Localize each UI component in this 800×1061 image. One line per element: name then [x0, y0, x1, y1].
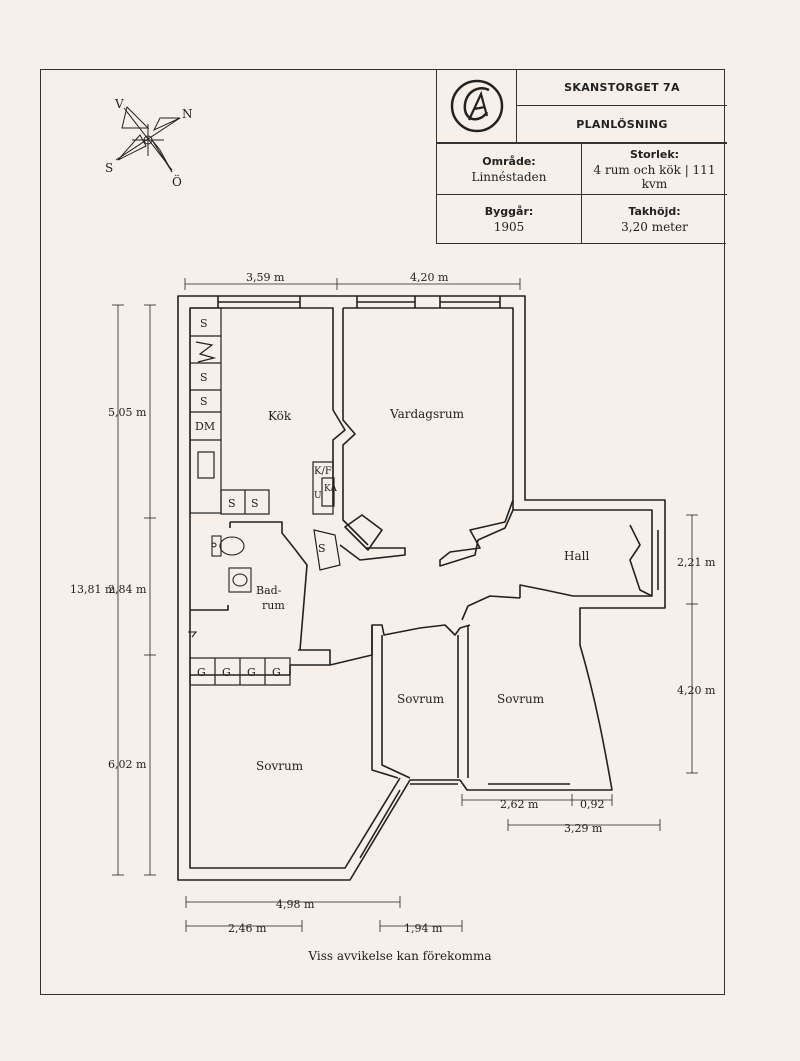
- dimension-lines: [112, 278, 698, 932]
- area-value: Linnéstaden: [471, 169, 547, 184]
- ceiling-label: Takhöjd:: [628, 204, 681, 218]
- logo: [437, 70, 517, 143]
- dim-bottom-d: 4,98 m: [276, 898, 315, 911]
- dim-left-total: 13,81 m: [70, 583, 116, 596]
- monogram-logo: [450, 79, 503, 133]
- dim-right-upper: 2,21 m: [677, 556, 716, 569]
- fixture-s-3: S: [200, 395, 208, 408]
- walls: [177, 295, 666, 881]
- room-kitchen: Kök: [268, 409, 292, 423]
- plan-subtitle: PLANLÖSNING: [517, 106, 727, 143]
- wardrobes: [189, 657, 291, 686]
- dim-left-upper: 5,05 m: [108, 406, 147, 419]
- dim-bottom-a: 2,62 m: [500, 798, 539, 811]
- fixture-kf: K/F: [314, 466, 332, 477]
- dim-bottom-f: 1,94 m: [404, 922, 443, 935]
- fixture-s-6: S: [318, 542, 326, 555]
- room-bath-line2: rum: [262, 599, 285, 612]
- room-bedroom-left: Sovrum: [256, 759, 304, 773]
- dim-right-lower: 4,20 m: [677, 684, 716, 697]
- compass-rose-icon: [115, 106, 181, 173]
- size-value: 4 rum och kök | 111 kvm: [593, 162, 716, 191]
- room-hall: Hall: [564, 549, 589, 563]
- compass-north: N: [182, 107, 193, 121]
- dim-top-left: 3,59 m: [246, 271, 285, 284]
- built-value: 1905: [493, 219, 525, 234]
- wardrobe-g-2: G: [222, 666, 231, 679]
- built-cell: Byggår: 1905: [437, 195, 582, 243]
- area-label: Område:: [482, 154, 536, 168]
- dim-bottom-e: 2,46 m: [228, 922, 267, 935]
- disclaimer: Viss avvikelse kan förekomma: [308, 949, 492, 963]
- fixture-dm: DM: [195, 420, 215, 433]
- compass-west: V: [114, 97, 124, 111]
- kitchen-counter: [189, 307, 270, 515]
- address-title: SKANSTORGET 7A: [517, 70, 727, 106]
- room-bedroom-right: Sovrum: [497, 692, 545, 706]
- dim-bottom-c: 3,29 m: [564, 822, 603, 835]
- fixture-u: U: [314, 491, 322, 501]
- compass-east: Ö: [172, 173, 182, 189]
- fixture-s-2: S: [200, 371, 208, 384]
- room-living: Vardagsrum: [389, 407, 465, 421]
- dim-left-mid: 2,84 m: [108, 583, 147, 596]
- info-box: SKANSTORGET 7A PLANLÖSNING Område: Linné…: [436, 70, 727, 244]
- wardrobe-g-3: G: [247, 666, 256, 679]
- size-label: Storlek:: [629, 147, 680, 161]
- fixture-s-5: S: [251, 497, 259, 510]
- fixture-s-1: S: [200, 317, 208, 330]
- size-cell: Storlek: 4 rum och kök | 111 kvm: [582, 143, 727, 195]
- wardrobe-g-4: G: [272, 666, 281, 679]
- room-bath-line1: Bad-: [256, 584, 282, 597]
- compass-south: S: [105, 161, 113, 175]
- dim-top-right: 4,20 m: [410, 271, 449, 284]
- area-cell: Område: Linnéstaden: [437, 143, 582, 195]
- dim-left-lower: 6,02 m: [108, 758, 147, 771]
- fridge-block: [312, 461, 341, 571]
- built-label: Byggår:: [484, 204, 534, 218]
- fixture-ka: KA: [324, 484, 337, 494]
- fixture-s-4: S: [228, 497, 236, 510]
- wardrobe-g-1: G: [197, 666, 206, 679]
- room-bedroom-mid: Sovrum: [397, 692, 445, 706]
- page-frame: [40, 69, 725, 995]
- bath-fixtures: [188, 535, 252, 638]
- dim-bottom-b: 0,92: [580, 798, 605, 811]
- ceiling-value: 3,20 meter: [621, 219, 688, 234]
- ceiling-cell: Takhöjd: 3,20 meter: [582, 195, 727, 243]
